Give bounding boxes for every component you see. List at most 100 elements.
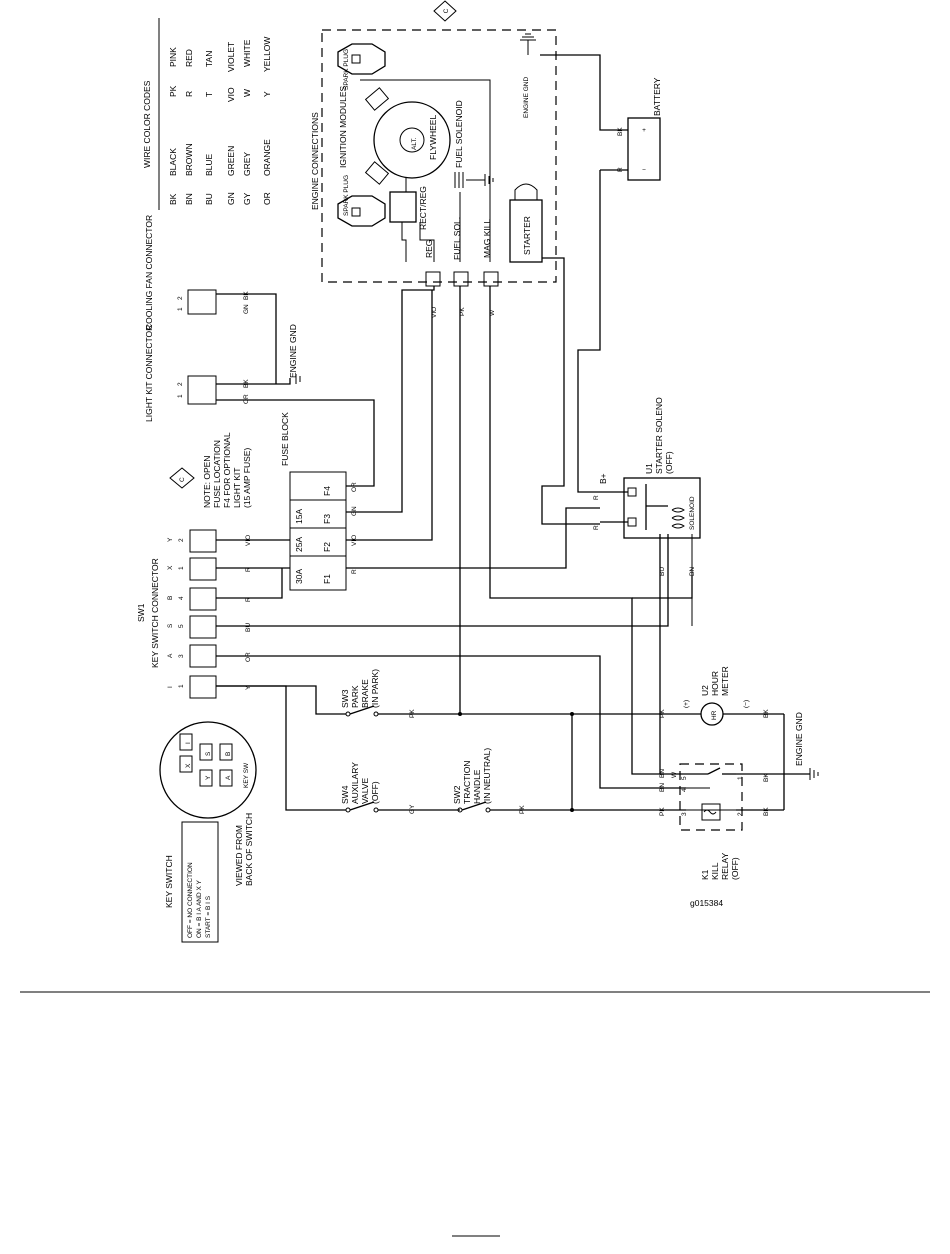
svg-text:BN: BN (659, 783, 666, 792)
svg-text:NOTE: OPEN: NOTE: OPEN (202, 456, 212, 508)
svg-text:(OFF): (OFF) (370, 781, 380, 804)
svg-text:VIEWED FROM: VIEWED FROM (234, 825, 244, 886)
svg-text:TAN: TAN (204, 51, 214, 67)
svg-text:KILL: KILL (710, 862, 720, 880)
svg-text:GREY: GREY (242, 152, 252, 176)
svg-text:WHITE: WHITE (242, 39, 252, 67)
svg-text:ORANGE: ORANGE (262, 139, 272, 176)
ignition-module-bottom (364, 161, 390, 185)
svg-text:3: 3 (178, 654, 185, 658)
junction-dot (458, 712, 462, 716)
starter-solenoid: U1 STARTER SOLENO (OFF) SOLENOID B+ R R (593, 397, 701, 539)
sw4-auxiliary-valve: SW4 AUXILARY VALVE (OFF) GY (340, 762, 460, 814)
svg-text:HANDLE: HANDLE (472, 769, 482, 804)
wire-color-codes: WIRE COLOR CODES BK BLACK BN BROWN BU BL… (142, 18, 272, 210)
svg-text:ENGINE GND: ENGINE GND (288, 324, 298, 378)
svg-text:SW4: SW4 (340, 785, 350, 804)
svg-text:LIGHT KIT CONNECTOR: LIGHT KIT CONNECTOR (144, 325, 154, 422)
svg-text:STARTER SOLENO: STARTER SOLENO (654, 397, 664, 474)
svg-text:F2: F2 (322, 542, 332, 552)
svg-text:LIGHT KIT: LIGHT KIT (232, 468, 242, 508)
svg-text:FUSE LOCATION: FUSE LOCATION (212, 440, 222, 508)
svg-text:METER: METER (720, 666, 730, 696)
svg-text:SPARK PLUG: SPARK PLUG (343, 175, 350, 216)
svg-text:R: R (593, 495, 600, 500)
wire-color-codes-title: WIRE COLOR CODES (142, 80, 152, 168)
svg-text:2: 2 (737, 812, 744, 816)
svg-text:BK: BK (617, 127, 624, 136)
svg-text:2: 2 (177, 382, 184, 386)
svg-text:HR: HR (711, 710, 718, 720)
svg-text:PK: PK (519, 805, 526, 814)
svg-text:GREEN: GREEN (226, 146, 236, 176)
svg-text:BACK OF SWITCH: BACK OF SWITCH (244, 813, 254, 886)
svg-text:R: R (245, 567, 252, 572)
alternator (399, 127, 425, 153)
svg-text:GY: GY (242, 192, 252, 205)
starter: STARTER (509, 183, 543, 263)
svg-text:R: R (184, 91, 194, 97)
diamond-label: C (443, 8, 450, 13)
svg-text:Y: Y (167, 537, 174, 542)
svg-text:AUXILARY: AUXILARY (350, 762, 360, 804)
svg-text:PK: PK (409, 709, 416, 718)
svg-text:15A: 15A (294, 509, 304, 524)
svg-text:YELLOW: YELLOW (262, 37, 272, 72)
svg-text:(15 AMP FUSE): (15 AMP FUSE) (242, 448, 252, 508)
svg-text:BK: BK (243, 379, 250, 388)
sw2-traction-handle: SW2 TRACTION HANDLE (IN NEUTRAL) PK (452, 748, 660, 814)
svg-text:PK: PK (459, 307, 466, 316)
svg-text:Y: Y (205, 775, 212, 780)
svg-text:(+): (+) (683, 700, 690, 708)
svg-text:−: − (642, 167, 646, 174)
svg-text:1: 1 (178, 684, 185, 688)
flywheel (373, 101, 451, 179)
key-switch-table: KEY SWITCH OFF = NO CONNECTION ON = B I … (164, 813, 254, 943)
svg-text:(−): (−) (743, 700, 750, 708)
fuel-solenoid: FUEL SOLENOID (454, 100, 494, 188)
key-switch-face: X I Y S A B KEY SW (159, 721, 257, 819)
svg-text:BU: BU (245, 623, 252, 632)
svg-text:OR: OR (243, 394, 250, 404)
svg-text:GN: GN (243, 304, 250, 314)
svg-text:4: 4 (178, 596, 185, 600)
svg-text:F4 FOR OPTIONAL: F4 FOR OPTIONAL (222, 432, 232, 508)
svg-text:F4: F4 (322, 486, 332, 496)
svg-text:S: S (167, 623, 174, 628)
svg-text:1: 1 (178, 566, 185, 570)
svg-text:BRAKE: BRAKE (360, 679, 370, 708)
svg-text:B: B (167, 596, 174, 600)
svg-text:BK: BK (763, 709, 770, 718)
svg-text:PINK: PINK (168, 47, 178, 67)
svg-text:T: T (204, 92, 214, 97)
svg-text:1: 1 (737, 776, 744, 780)
svg-text:OR: OR (262, 192, 272, 205)
svg-text:SPARK PLUG: SPARK PLUG (343, 49, 350, 90)
svg-text:(OFF): (OFF) (664, 451, 674, 474)
engine-connections-label: ENGINE CONNECTIONS (310, 112, 320, 210)
svg-text:I: I (167, 686, 174, 688)
svg-text:FLYWHEEL: FLYWHEEL (428, 115, 438, 160)
svg-text:SW1: SW1 (136, 603, 146, 622)
svg-text:START = B I S: START = B I S (205, 895, 212, 938)
key-switch-connector: SW1 KEY SWITCH CONNECTOR Y 2 X 1 B 4 S 5… (136, 529, 252, 699)
svg-text:BLACK: BLACK (168, 148, 178, 176)
svg-text:X: X (167, 565, 174, 570)
svg-text:BK: BK (763, 773, 770, 782)
svg-text:OR: OR (351, 482, 358, 492)
svg-text:B: B (225, 752, 232, 756)
svg-text:K1: K1 (700, 869, 710, 880)
svg-text:U2: U2 (700, 685, 710, 696)
svg-text:FUEL SOLENOID: FUEL SOLENOID (454, 100, 464, 168)
svg-text:VIO: VIO (431, 307, 438, 318)
svg-text:I: I (185, 742, 192, 744)
svg-text:TRACTION: TRACTION (462, 761, 472, 804)
svg-text:PK: PK (659, 807, 666, 816)
svg-text:A: A (167, 653, 174, 658)
svg-text:GN: GN (351, 506, 358, 516)
svg-text:2: 2 (178, 538, 185, 542)
svg-text:BK: BK (763, 807, 770, 816)
svg-text:BU: BU (204, 193, 214, 205)
svg-text:U1: U1 (644, 463, 654, 474)
